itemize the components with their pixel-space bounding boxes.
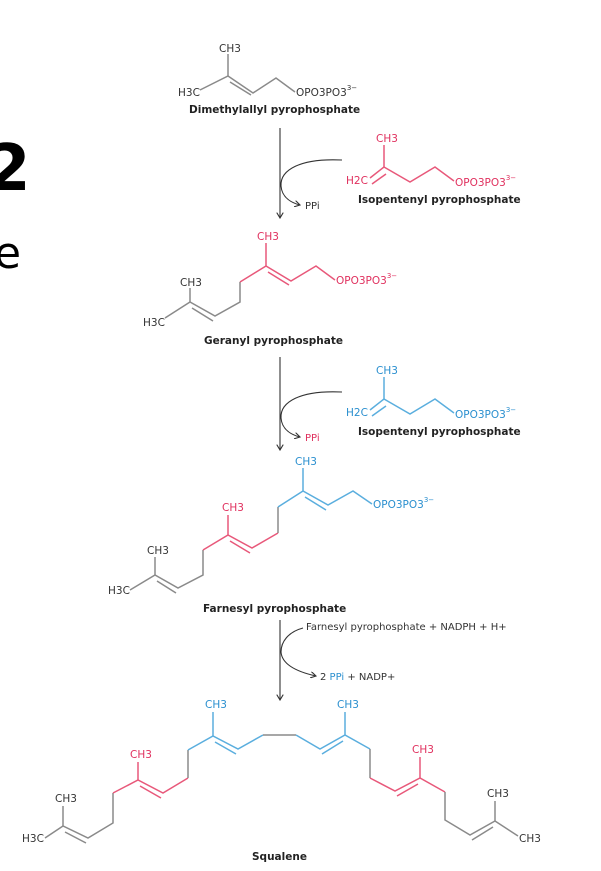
ch3-pink-label: CH3 [222, 502, 244, 514]
h3c-label: H3C [108, 585, 130, 597]
ch3-blue-label: CH3 [295, 456, 317, 468]
reaction-arrow-3: Farnesyl pyrophosphate + NADPH + H+ 2 PP… [280, 620, 507, 700]
molecule-name: Isopentenyl pyrophosphate [358, 194, 521, 206]
ch3-label: CH3 [376, 365, 398, 377]
byproduct-ppi: PPi [330, 672, 345, 683]
svg-text:CH3: CH3 [219, 43, 241, 55]
ch3-label: CH3 [337, 699, 359, 711]
charge-label: 3− [387, 272, 397, 280]
charge-label: 3− [424, 496, 434, 504]
reactants-label: Farnesyl pyrophosphate + NADPH + H+ [306, 622, 507, 633]
edge-digit: 2 [0, 132, 31, 206]
products-suffix: + NADP+ [344, 672, 395, 683]
byproduct-ppi: PPi [305, 201, 320, 212]
molecule-dmapp: CH3 H3C OPO3PO33− Dimethylallyl pyrophos… [178, 43, 360, 116]
byproduct-ppi: PPi [305, 433, 320, 444]
charge-label: 3− [506, 406, 516, 414]
molecule-name: Geranyl pyrophosphate [204, 335, 343, 347]
phosphate-group-label: OPO3PO3 [455, 409, 506, 421]
phosphate-group-label: OPO3PO3 [296, 87, 347, 99]
ch3-label: CH3 [219, 43, 241, 55]
h3c-label: H3C [143, 317, 165, 329]
svg-text:OPO3PO33−: OPO3PO33− [296, 84, 357, 99]
phosphate-group-label: OPO3PO3 [373, 499, 424, 511]
ch3-label: CH3 [55, 793, 77, 805]
ch3-gray-label: CH3 [147, 545, 169, 557]
charge-label: 3− [506, 174, 516, 182]
molecule-name: Isopentenyl pyrophosphate [358, 426, 521, 438]
ch3-label: CH3 [130, 749, 152, 761]
svg-text:OPO3PO33−: OPO3PO33− [336, 272, 397, 287]
phosphate-group-label: OPO3PO3 [336, 275, 387, 287]
ch3-top-label: CH3 [257, 231, 279, 243]
molecule-name: Farnesyl pyrophosphate [203, 603, 346, 615]
svg-text:OPO3PO33−: OPO3PO33− [373, 496, 434, 511]
h2c-label: H2C [346, 175, 368, 187]
ch3-label: CH3 [412, 744, 434, 756]
ch3-label: CH3 [519, 833, 541, 845]
ch3-label: CH3 [205, 699, 227, 711]
ch3-label: CH3 [376, 133, 398, 145]
charge-label: 3− [347, 84, 357, 92]
phosphate-group-label: OPO3PO3 [455, 177, 506, 189]
edge-letter: e [0, 228, 21, 279]
molecule-name: Squalene [252, 851, 307, 863]
svg-text:OPO3PO33−: OPO3PO33− [455, 406, 516, 421]
reaction-arrow-2: PPi [280, 357, 343, 450]
ch3-left-label: CH3 [180, 277, 202, 289]
h3c-label: H3C [22, 833, 44, 845]
h3c-label: H3C [178, 87, 200, 99]
molecule-gpp: CH3 CH3 H3C OPO3PO33− Geranyl pyrophosph… [143, 231, 397, 347]
molecule-name: Dimethylallyl pyrophosphate [189, 104, 360, 116]
molecule-squalene: H3C CH3 CH3 CH3 CH3 CH3 CH3 CH3 Squalene [22, 699, 541, 863]
molecule-ipp-1: CH3 H2C OPO3PO33− Isopentenyl pyrophosph… [346, 133, 521, 206]
clipped-edge-text: 2 e [0, 132, 31, 279]
svg-text:OPO3PO33−: OPO3PO33− [455, 174, 516, 189]
h2c-label: H2C [346, 407, 368, 419]
reaction-arrow-1: PPi [280, 128, 343, 218]
molecule-ipp-2: CH3 H2C OPO3PO33− Isopentenyl pyrophosph… [346, 365, 521, 438]
svg-text:2 PPi + NADP+: 2 PPi + NADP+ [320, 672, 395, 683]
molecule-fpp: CH3 CH3 CH3 H3C OPO3PO33− Farnesyl pyrop… [108, 456, 434, 615]
products-prefix: 2 [320, 672, 330, 683]
ch3-label: CH3 [487, 788, 509, 800]
